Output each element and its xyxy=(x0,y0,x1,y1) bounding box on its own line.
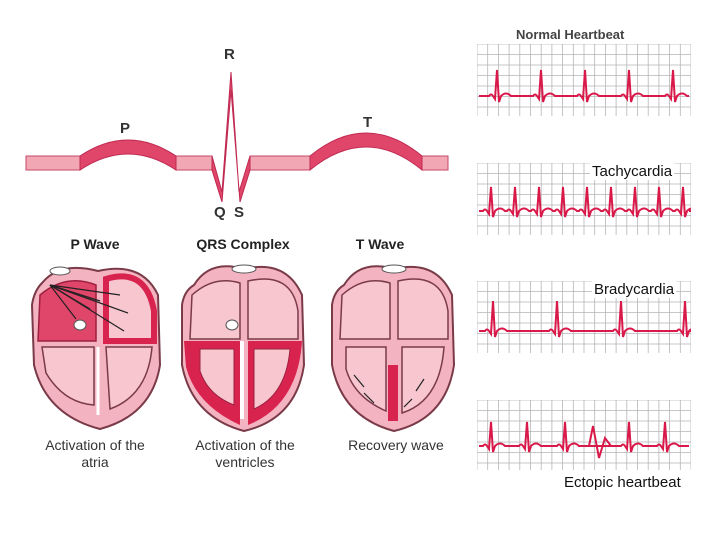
q-wave-letter: Q xyxy=(214,204,226,221)
label-bradycardia: Bradycardia xyxy=(592,281,677,298)
ecg-trace xyxy=(479,421,689,453)
t-wave-letter: T xyxy=(363,114,373,131)
ecg-trace xyxy=(479,69,689,103)
caption-atria: Activation of the atria xyxy=(20,437,170,471)
ecg-strip-normal xyxy=(477,44,691,116)
baseline-segment-st xyxy=(249,155,311,171)
p-wave-band xyxy=(79,139,177,171)
label-ectopic-heartbeat: Ectopic heartbeat xyxy=(562,474,683,491)
ecg-grid xyxy=(477,400,691,470)
caption-atria-line1: Activation of the xyxy=(45,437,145,453)
baseline-segment-pq xyxy=(175,155,213,171)
baseline-segment-left xyxy=(25,155,81,171)
s-wave-letter: S xyxy=(234,204,245,221)
heart-diagram-atria xyxy=(30,266,162,431)
ecg-strip-tachycardia xyxy=(477,163,691,235)
qrs-complex-band xyxy=(211,71,251,203)
heart-title-t-wave: T Wave xyxy=(355,236,405,252)
caption-ventricles: Activation of the ventricles xyxy=(170,437,320,471)
heart-diagram-ventricles xyxy=(181,264,306,433)
caption-atria-line2: atria xyxy=(81,454,109,470)
baseline-segment-right xyxy=(421,155,449,171)
p-wave-letter: P xyxy=(120,120,131,137)
ecg-grid xyxy=(477,44,691,116)
normal-heartbeat-title: Normal Heartbeat xyxy=(516,27,625,42)
caption-recovery-line1: Recovery wave xyxy=(348,437,444,453)
caption-ventricles-line2: ventricles xyxy=(215,454,275,470)
heart-diagram-recovery xyxy=(331,264,456,433)
heart-title-p-wave: P Wave xyxy=(70,236,120,252)
ecg-grid xyxy=(477,163,691,235)
label-tachycardia: Tachycardia xyxy=(590,163,675,180)
t-wave-band xyxy=(309,132,423,172)
heart-title-qrs-complex: QRS Complex xyxy=(196,236,290,252)
ecg-strip-bradycardia xyxy=(477,281,691,353)
r-wave-letter: R xyxy=(224,46,235,63)
ectopic-beat-trace xyxy=(588,425,612,459)
ecg-waveform-diagram xyxy=(25,71,449,203)
ecg-strip-ectopic xyxy=(477,400,691,470)
ecg-trace xyxy=(479,300,691,338)
caption-ventricles-line1: Activation of the xyxy=(195,437,295,453)
ecg-trace xyxy=(479,186,691,218)
caption-recovery: Recovery wave xyxy=(326,437,466,454)
